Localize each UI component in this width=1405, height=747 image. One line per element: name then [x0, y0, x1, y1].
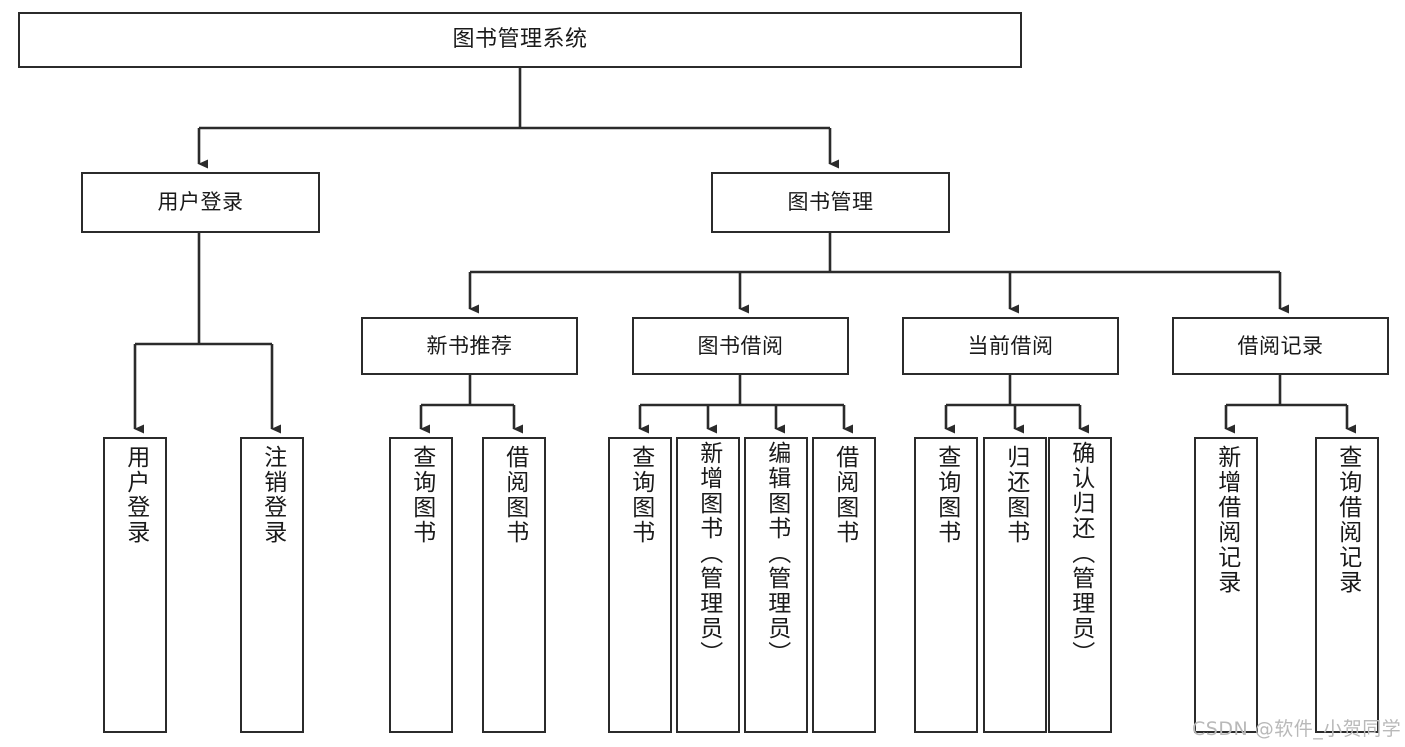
node-user-login-label: 用户登录 — [157, 190, 244, 215]
node-user-login[interactable]: 用户登录 — [81, 172, 320, 233]
leaf-new-book-borrow[interactable]: 借阅图书 — [482, 437, 546, 733]
leaf-add-book-admin-label: 新增图书（管理员） — [695, 441, 722, 666]
node-book-borrow[interactable]: 图书借阅 — [632, 317, 849, 375]
node-borrow-record[interactable]: 借阅记录 — [1172, 317, 1389, 375]
node-book-borrow-label: 图书借阅 — [697, 333, 784, 358]
leaf-logout-login[interactable]: 注销登录 — [240, 437, 304, 733]
node-current-borrow[interactable]: 当前借阅 — [902, 317, 1119, 375]
node-root-label: 图书管理系统 — [452, 27, 588, 53]
leaf-confirm-return-admin-label: 确认归还（管理员） — [1067, 441, 1094, 666]
leaf-current-query-book-label: 查询图书 — [933, 445, 960, 545]
leaf-return-book-label: 归还图书 — [1002, 445, 1029, 545]
leaf-user-login-label: 用户登录 — [122, 445, 149, 545]
node-book-management[interactable]: 图书管理 — [711, 172, 950, 233]
leaf-new-book-query-label: 查询图书 — [408, 445, 435, 545]
leaf-query-borrow-record[interactable]: 查询借阅记录 — [1315, 437, 1379, 733]
node-new-book-recommend-label: 新书推荐 — [426, 333, 513, 358]
leaf-logout-login-label: 注销登录 — [259, 445, 286, 545]
leaf-new-book-query[interactable]: 查询图书 — [389, 437, 453, 733]
node-borrow-record-label: 借阅记录 — [1237, 333, 1324, 358]
leaf-edit-book-admin-label: 编辑图书（管理员） — [763, 441, 790, 666]
leaf-borrow-query-book[interactable]: 查询图书 — [608, 437, 672, 733]
leaf-new-book-borrow-label: 借阅图书 — [501, 445, 528, 545]
node-book-management-label: 图书管理 — [787, 190, 874, 215]
leaf-add-borrow-record[interactable]: 新增借阅记录 — [1194, 437, 1258, 733]
leaf-edit-book-admin[interactable]: 编辑图书（管理员） — [744, 437, 808, 733]
leaf-add-borrow-record-label: 新增借阅记录 — [1213, 445, 1240, 595]
leaf-user-login[interactable]: 用户登录 — [103, 437, 167, 733]
leaf-borrow-query-book-label: 查询图书 — [627, 445, 654, 545]
node-new-book-recommend[interactable]: 新书推荐 — [361, 317, 578, 375]
csdn-watermark: CSDN @软件_小贺同学 — [1192, 718, 1402, 740]
leaf-confirm-return-admin[interactable]: 确认归还（管理员） — [1048, 437, 1112, 733]
leaf-add-book-admin[interactable]: 新增图书（管理员） — [676, 437, 740, 733]
leaf-borrow-book-label: 借阅图书 — [831, 445, 858, 545]
leaf-current-query-book[interactable]: 查询图书 — [914, 437, 978, 733]
leaf-return-book[interactable]: 归还图书 — [983, 437, 1047, 733]
leaf-borrow-book[interactable]: 借阅图书 — [812, 437, 876, 733]
node-root[interactable]: 图书管理系统 — [18, 12, 1022, 68]
node-current-borrow-label: 当前借阅 — [967, 333, 1054, 358]
leaf-query-borrow-record-label: 查询借阅记录 — [1334, 445, 1361, 595]
